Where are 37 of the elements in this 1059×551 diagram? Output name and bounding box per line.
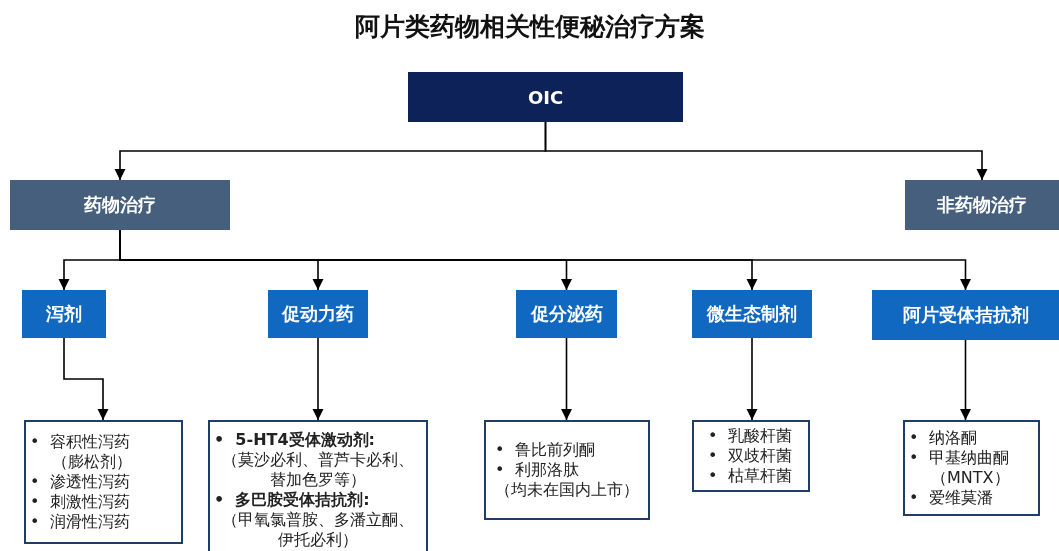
root-box: OIC <box>408 72 683 122</box>
list-item: • 双歧杆菌 <box>708 446 793 466</box>
list-item: • 爱维莫潘 <box>909 488 994 508</box>
arrow <box>312 337 324 421</box>
list-item: • 渗透性泻药 <box>30 472 131 492</box>
category-box: 药物治疗 <box>10 180 230 230</box>
note-text: （甲氧氯普胺、多潘立酮、伊托必利） <box>221 510 415 550</box>
drug-list-box <box>484 420 650 520</box>
drug-class-box: 阿片受体拮抗剂 <box>872 290 1059 340</box>
drug-list-box <box>692 420 810 492</box>
list-item: • 纳洛酮 <box>909 428 978 448</box>
drug-class-box: 泻剂 <box>22 290 106 338</box>
list-item: • 多巴胺受体拮抗剂: <box>214 490 371 510</box>
list-item: • 润滑性泻药 <box>30 512 131 532</box>
drug-class-box: 促分泌药 <box>516 290 617 338</box>
list-item: • 利那洛肽 <box>495 460 580 480</box>
drug-class-box: 促动力药 <box>268 290 368 338</box>
arrow <box>544 121 988 181</box>
list-item: • 刺激性泻药 <box>30 492 131 512</box>
list-item: • 甲基纳曲酮（MNTX） <box>909 448 1011 488</box>
list-item: • 容积性泻药（膨松剂） <box>30 432 133 472</box>
note-text: （莫沙必利、普芦卡必利、替加色罗等） <box>221 450 415 490</box>
drug-class-box: 微生态制剂 <box>692 290 812 338</box>
list-item: • 5-HT4受体激动剂: <box>214 430 376 450</box>
arrow <box>560 337 573 421</box>
list-item: • 乳酸杆菌 <box>708 426 793 446</box>
category-box: 非药物治疗 <box>905 180 1059 230</box>
note-text: （均未在国内上市） <box>495 480 639 500</box>
arrow <box>63 337 109 421</box>
title: 阿片类药物相关性便秘治疗方案 <box>353 11 706 43</box>
list-item: • 枯草杆菌 <box>708 466 793 486</box>
list-item: • 鲁比前列酮 <box>495 440 596 460</box>
arrow <box>746 337 758 421</box>
drug-list-box <box>903 420 1040 516</box>
drug-list-box <box>208 420 428 551</box>
drug-list-box <box>24 420 183 544</box>
arrow <box>959 339 972 421</box>
